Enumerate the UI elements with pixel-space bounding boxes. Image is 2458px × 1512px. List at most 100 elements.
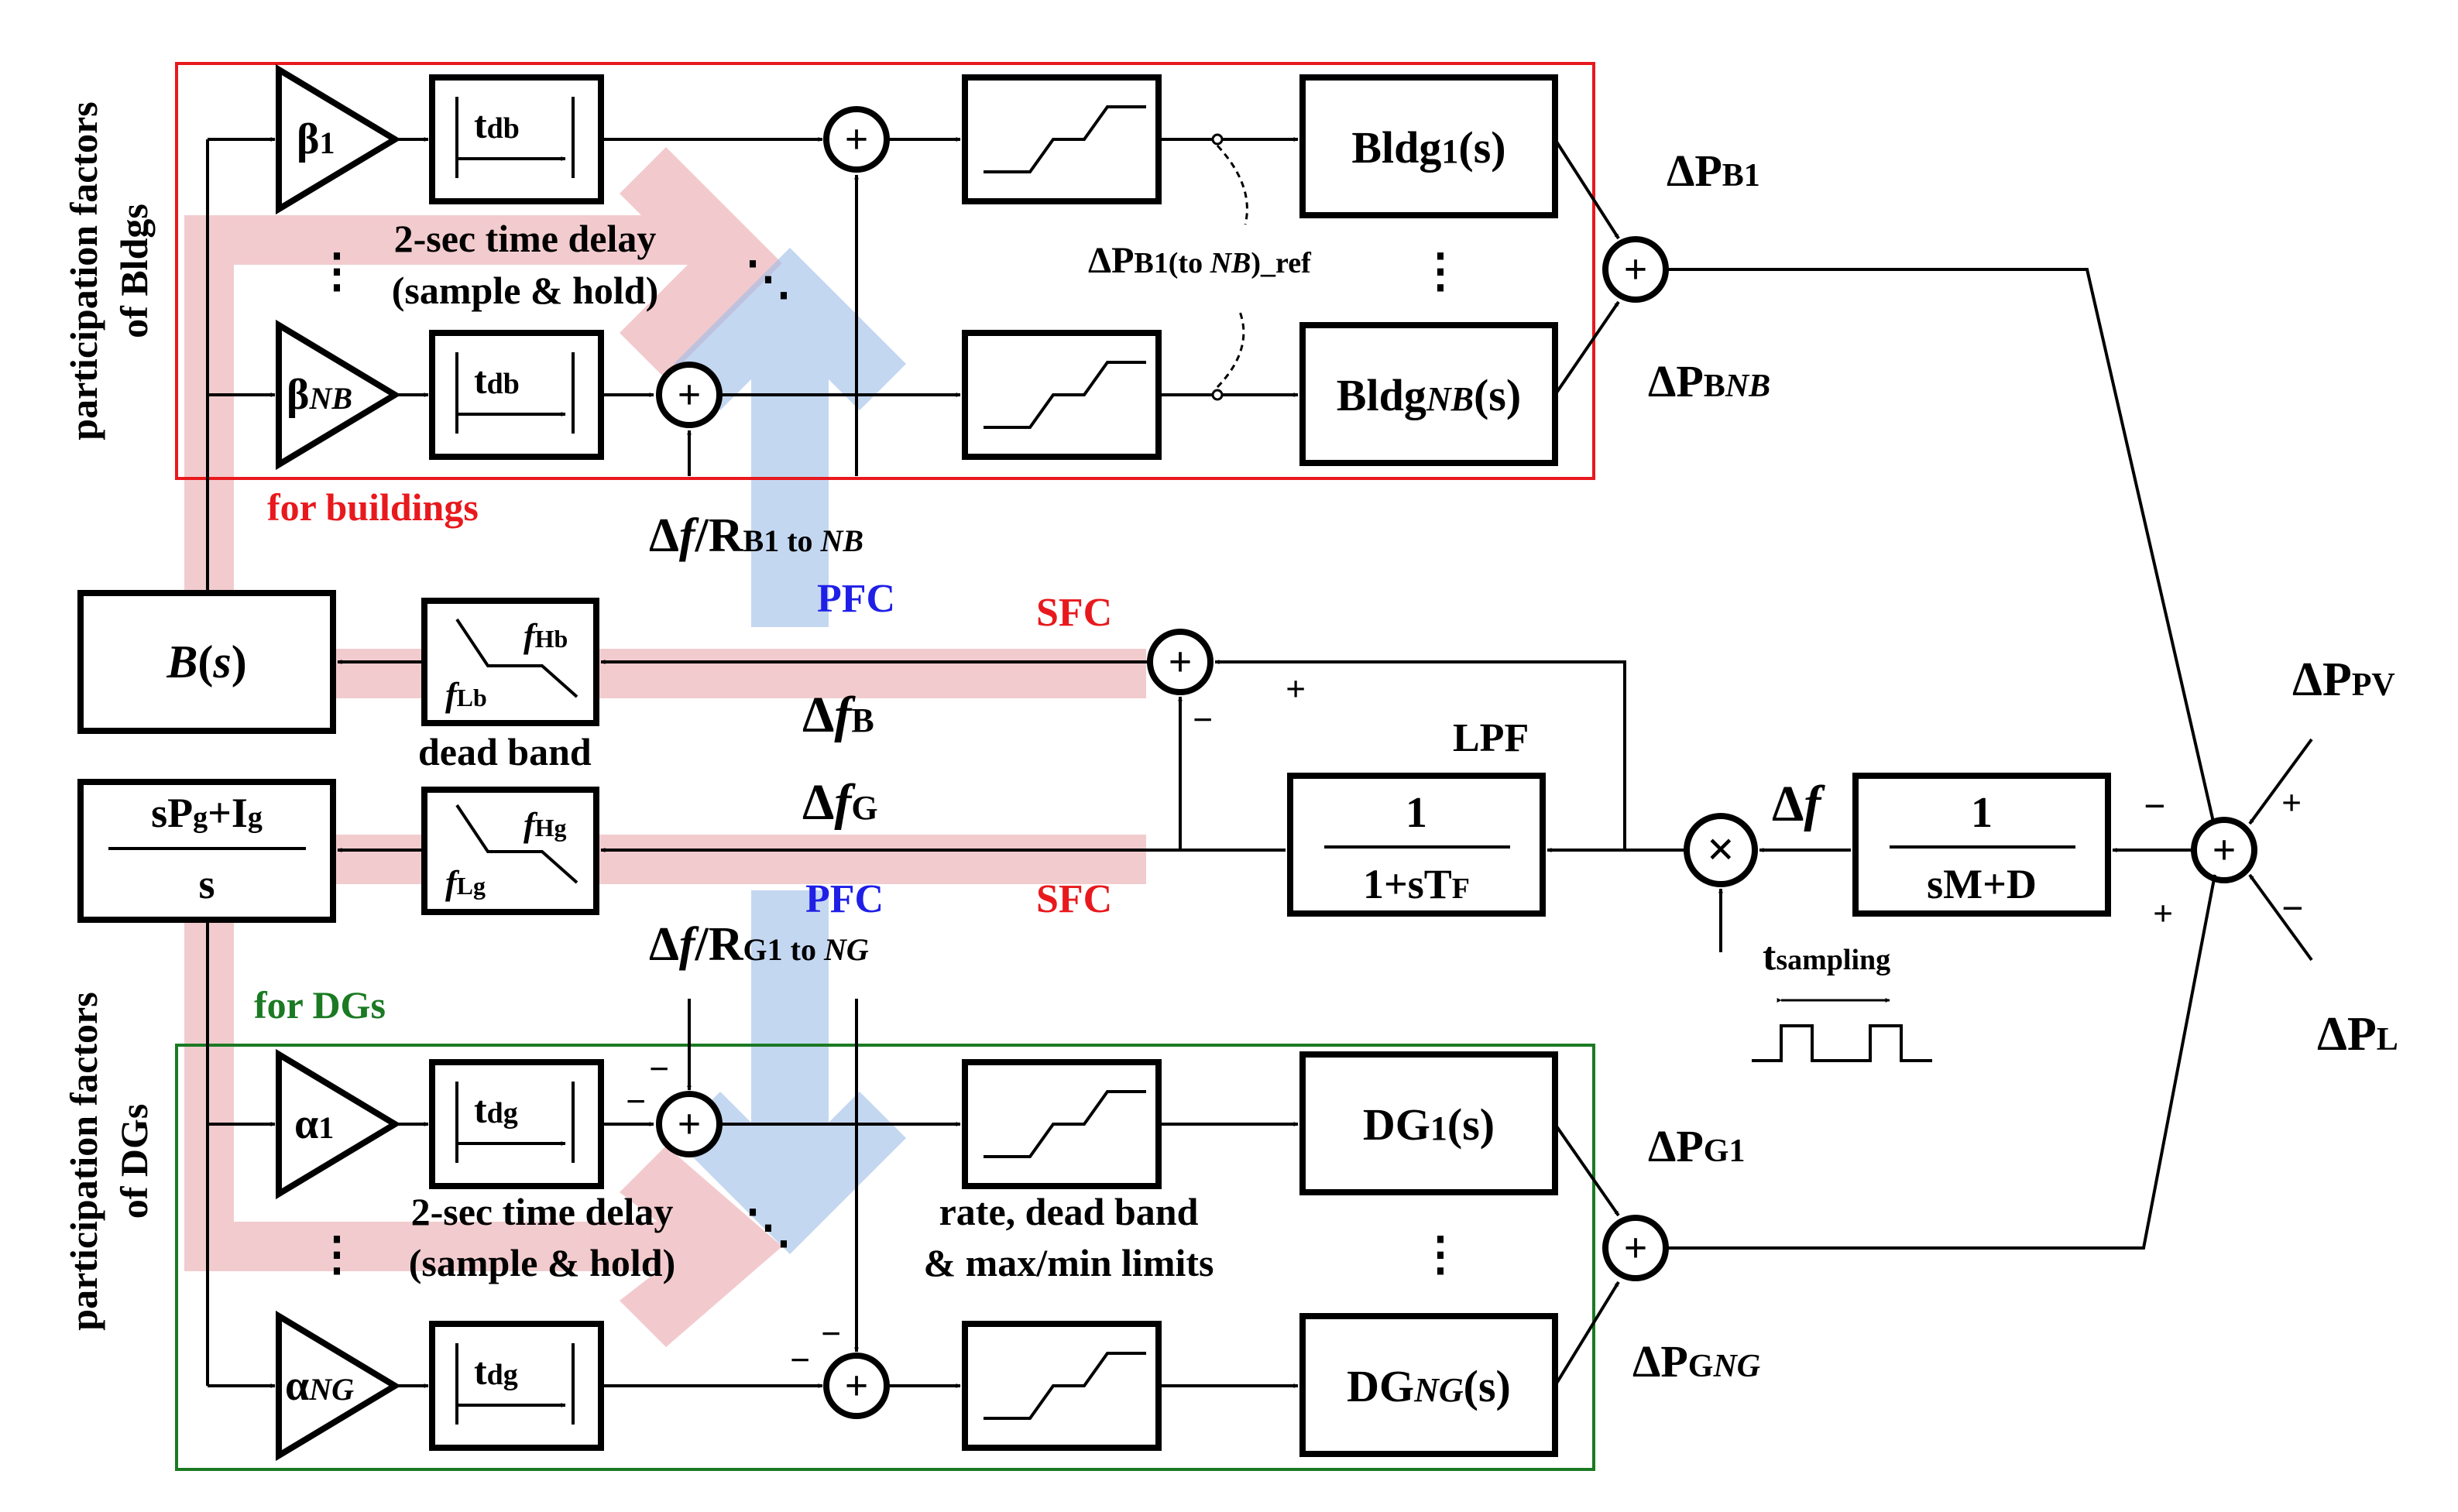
b-of-s-label: B(s) bbox=[166, 636, 246, 687]
bldg1-delay-icon bbox=[455, 97, 575, 178]
dp-pv-label: ΔPPV bbox=[2292, 653, 2395, 706]
lpf-denominator: 1+sTF bbox=[1363, 861, 1470, 907]
dg-delay-text-line1: 2-sec time delay bbox=[411, 1190, 674, 1233]
bldgNB-delay-label: tdb bbox=[474, 358, 520, 402]
b-of-s-block bbox=[77, 590, 336, 734]
power-balance-sum-symbol: + bbox=[2213, 827, 2237, 873]
power-balance-sum bbox=[2191, 817, 2257, 883]
dgs-group-frame bbox=[175, 1044, 1595, 1471]
alphaNG-gain bbox=[276, 1310, 401, 1462]
main-sum-plus-bottom: + bbox=[2153, 893, 2173, 933]
pfc-band-buildings bbox=[674, 248, 906, 627]
lpf-block bbox=[1287, 773, 1546, 917]
sfc-sum-symbol: + bbox=[1169, 639, 1193, 685]
dg-delay-text-line2: (sample & hold) bbox=[409, 1241, 675, 1284]
deadband-b-fh: fHb bbox=[524, 617, 568, 655]
lpf-numerator: 1 bbox=[1406, 789, 1427, 837]
pi-denominator: s bbox=[198, 861, 215, 907]
deadband-g-fh: fHg bbox=[524, 806, 567, 844]
df-g-label: ΔfG bbox=[802, 774, 878, 831]
buildings-group-frame bbox=[175, 62, 1595, 480]
dpb1-label: ΔPB1 bbox=[1667, 146, 1760, 196]
bldg-ref-label: ΔPB1(to NB)_ref bbox=[1088, 240, 1312, 281]
bldg1-rate-limiter-icon bbox=[984, 105, 1146, 173]
df-b-label: ΔfB bbox=[802, 687, 874, 743]
dg1-sum-symbol: + bbox=[678, 1101, 702, 1147]
pv-plus-sign: + bbox=[2281, 783, 2302, 822]
dg-output-sum-symbol: + bbox=[1624, 1225, 1648, 1271]
bldg-delay-ellipsis: ⋱ bbox=[745, 253, 791, 304]
df-label: Δf bbox=[1772, 776, 1825, 832]
bldg1-sum-symbol: + bbox=[845, 116, 869, 163]
swing-denominator: sM+D bbox=[1927, 861, 2037, 907]
bldg-delay-text-line1: 2-sec time delay bbox=[394, 217, 657, 260]
dgNG-rate-limiter-icon bbox=[984, 1352, 1146, 1420]
dg1-rate-limiter-icon bbox=[984, 1090, 1146, 1158]
bldg-output-sum-symbol: + bbox=[1624, 246, 1648, 293]
dg1-delay-icon bbox=[455, 1082, 575, 1163]
bldg1-plant-block bbox=[1299, 74, 1558, 218]
dgNG-delay-icon bbox=[455, 1343, 575, 1425]
bldgNB-sum-symbol: + bbox=[678, 372, 702, 418]
main-sum-minus-top: − bbox=[2144, 784, 2166, 828]
dp-l-label: ΔPL bbox=[2317, 1008, 2398, 1061]
deadband-g-fl: fLg bbox=[445, 864, 486, 902]
dg-delay-ellipsis: ⋱ bbox=[745, 1202, 791, 1253]
sfc-label-dgs: SFC bbox=[1036, 877, 1112, 921]
droop-b-label: Δf/RB1 to NB bbox=[649, 509, 863, 562]
deadband-g-icon bbox=[455, 804, 578, 884]
bldg-ref-curve-top bbox=[1216, 144, 1248, 225]
betaNB-gain bbox=[276, 319, 401, 471]
dg1-sum-minus-left: − bbox=[626, 1082, 646, 1121]
bldg1-ref-node bbox=[1211, 133, 1224, 146]
dg1-sum-minus-top: − bbox=[649, 1049, 669, 1089]
deadband-label: dead band bbox=[418, 730, 592, 773]
bldg-plants-ellipsis: ⋮ bbox=[1417, 245, 1464, 297]
bldg1-plant-label: Bldg1(s) bbox=[1351, 122, 1505, 173]
pi-numerator: sPg+Ig bbox=[151, 790, 263, 836]
alpha1-gain bbox=[276, 1048, 401, 1200]
dgs-side-label-line1: participation factors bbox=[62, 992, 105, 1330]
dgNG-sum-symbol: + bbox=[845, 1363, 869, 1409]
sfc-label-buildings: SFC bbox=[1036, 591, 1112, 635]
dpgng-label: ΔPGNG bbox=[1632, 1336, 1760, 1387]
bldg-rows-ellipsis: ⋮ bbox=[314, 245, 360, 297]
bldg-delay-text-line2: (sample & hold) bbox=[392, 269, 658, 312]
lpf-label: LPF bbox=[1453, 716, 1529, 760]
pi-controller-block bbox=[77, 779, 336, 923]
limits-text-line2: & max/min limits bbox=[924, 1241, 1214, 1284]
bldgNB-ref-node bbox=[1211, 389, 1224, 401]
beta1-label: β1 bbox=[297, 115, 335, 163]
bldg1-delay-label: tdb bbox=[474, 103, 520, 146]
alphaNG-label: αNG bbox=[285, 1362, 354, 1410]
buildings-group-label: for buildings bbox=[267, 485, 479, 529]
bldgs-side-label-line1: participation factors bbox=[62, 101, 105, 440]
dgNG-delay-label: tdg bbox=[474, 1349, 518, 1393]
alpha1-label: α1 bbox=[294, 1100, 334, 1148]
dgs-side-label-line2: of DGs bbox=[112, 1104, 156, 1219]
deadband-b-fl: fLb bbox=[445, 676, 487, 714]
bldgNB-delay-icon bbox=[455, 352, 575, 434]
sfc-sum-minus-sign: − bbox=[1193, 700, 1213, 739]
dgs-group-label: for DGs bbox=[254, 983, 386, 1027]
bldgs-side-label-line2: of Bldgs bbox=[112, 204, 156, 338]
dpg1-label: ΔPG1 bbox=[1648, 1121, 1745, 1171]
dpbnb-label: ΔPBNB bbox=[1648, 356, 1770, 406]
dg-plants-ellipsis: ⋮ bbox=[1417, 1229, 1464, 1280]
bldg-ref-curve-bottom bbox=[1216, 309, 1245, 389]
dgNG-plant-label: DGNG(s) bbox=[1347, 1361, 1511, 1411]
dgNG-plant-block bbox=[1299, 1313, 1558, 1457]
dg1-plant-label: DG1(s) bbox=[1363, 1099, 1495, 1150]
pfc-label-dgs: PFC bbox=[805, 877, 884, 921]
dgNG-sum-minus-top: − bbox=[821, 1314, 841, 1353]
bldgNB-rate-limiter-icon bbox=[984, 361, 1146, 429]
sampling-pulse-train bbox=[1752, 1024, 1932, 1062]
swing-equation-block bbox=[1852, 773, 2111, 917]
sampling-multiplier bbox=[1684, 813, 1758, 887]
deadband-b-block bbox=[421, 598, 599, 726]
t-sampling-label: tsampling bbox=[1763, 934, 1890, 979]
deadband-b-icon bbox=[455, 618, 578, 698]
beta1-gain bbox=[276, 63, 401, 215]
dg1-delay-label: tdg bbox=[474, 1088, 518, 1131]
